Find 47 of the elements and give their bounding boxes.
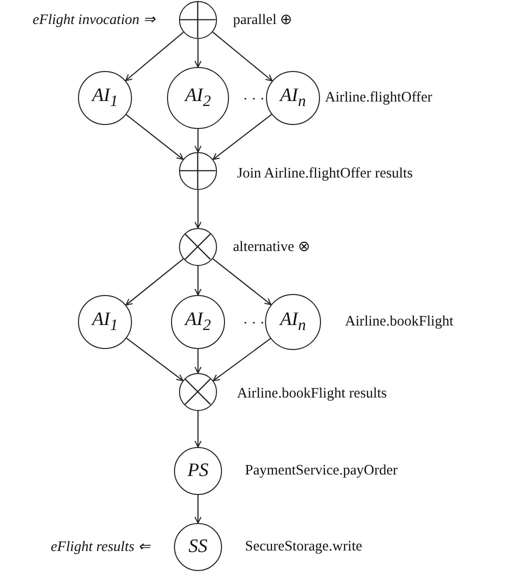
node-label: SS (188, 536, 208, 558)
flow-annotation: eFlight invocation ⇒ (32, 11, 155, 29)
node-label: AI$_{n}$ (280, 85, 306, 111)
node-label: AI$_{2}$ (185, 309, 211, 335)
exclusive-gateway (179, 228, 217, 266)
service-node (171, 295, 225, 349)
node-label: AI$_{n}$ (280, 309, 306, 335)
service-node (78, 71, 132, 125)
service-node (167, 67, 229, 129)
arrow (194, 39, 202, 68)
parallel-gateway (179, 152, 217, 190)
node-caption: PaymentService.payOrder (245, 462, 398, 480)
node-caption: alternative ⊗ (233, 238, 311, 256)
node-caption: Join Airline.flightOffer results (237, 166, 413, 182)
flow-annotation: eFlight results ⇐ (50, 538, 150, 556)
parallel-gateway (179, 1, 217, 39)
arrow (126, 258, 184, 306)
node-caption: parallel ⊕ (233, 11, 294, 29)
arrow (126, 114, 184, 160)
operation-label: Airline.flightOffer (325, 90, 432, 106)
arrow (212, 114, 272, 160)
node-label: AI$_{1}$ (92, 309, 118, 335)
service-node (266, 71, 320, 125)
arrow (212, 32, 273, 82)
arrow (194, 495, 202, 524)
node-label: AI$_{2}$ (185, 85, 211, 111)
node-caption: SecureStorage.write (245, 538, 362, 556)
arrow (125, 32, 184, 82)
service-node (174, 447, 222, 495)
exclusive-gateway (179, 373, 217, 411)
arrow (194, 266, 202, 296)
service-node (78, 295, 132, 349)
service-node (265, 294, 321, 350)
arrow (194, 190, 202, 228)
arrow (194, 349, 202, 374)
node-caption: Airline.bookFlight results (237, 386, 387, 402)
arrow (194, 411, 202, 448)
arrow (212, 258, 272, 306)
node-label: AI$_{1}$ (92, 85, 118, 111)
node-label: PS (187, 460, 209, 482)
arrow (212, 338, 271, 382)
ellipsis: · · · (243, 316, 265, 332)
arrow (126, 338, 184, 382)
ellipsis: · · · (243, 92, 265, 108)
operation-label: Airline.bookFlight (345, 314, 454, 330)
arrow (194, 129, 202, 152)
service-node (174, 523, 222, 571)
